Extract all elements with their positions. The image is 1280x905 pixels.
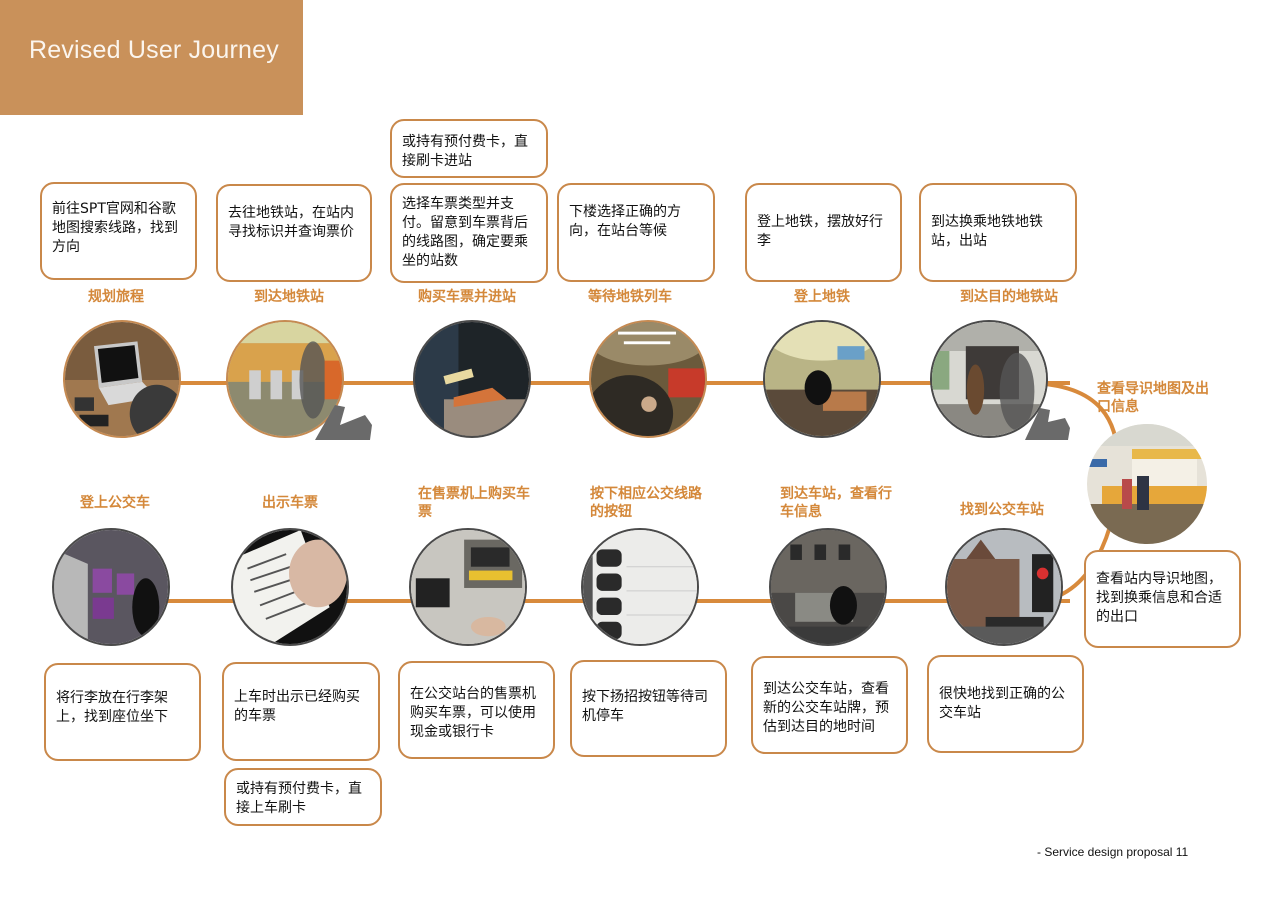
- luggage-silhouette-icon: [1025, 408, 1070, 440]
- step-label-text: 按下相应公交线路的按钮: [590, 486, 702, 520]
- step-description: 很快地找到正确的公交车站: [939, 686, 1065, 721]
- step-description-box: 上车时出示已经购买的车票: [222, 662, 380, 761]
- transfer-description-box: 查看站内导识地图，找到换乘信息和合适的出口: [1084, 550, 1241, 648]
- transfer-step-label: 查看导识地图及出口信息: [1097, 380, 1217, 416]
- step-extra-box: 或持有预付费卡，直接上车刷卡: [224, 768, 382, 826]
- ticket-receipt-photo-icon: [231, 528, 349, 646]
- step-description: 在公交站台的售票机购买车票，可以使用现金或银行卡: [410, 686, 536, 740]
- title-banner: Revised User Journey: [0, 0, 303, 115]
- step-label: 登上公交车: [80, 495, 150, 511]
- step-label: 规划旅程: [88, 289, 144, 305]
- step-label: 到达地铁站: [254, 289, 324, 305]
- step-description: 登上地铁，摆放好行李: [757, 214, 883, 249]
- step-description-box: 到达公交车站，查看新的公交车站牌，预估到达目的地时间: [751, 656, 908, 754]
- page-title: Revised User Journey: [29, 36, 279, 64]
- step-label: 购买车票并进站: [418, 289, 516, 305]
- step-description: 选择车票类型并支付。留意到车票背后的线路图，确定要乘坐的站数: [402, 196, 528, 269]
- buttons-photo-icon: [581, 528, 699, 646]
- step-description: 到达公交车站，查看新的公交车站牌，预估到达目的地时间: [763, 681, 889, 735]
- step-label-text: 在售票机上购买车票: [418, 486, 530, 520]
- step-description-box: 在公交站台的售票机购买车票，可以使用现金或银行卡: [398, 661, 555, 759]
- platform-photo-icon: [589, 320, 707, 438]
- bus-stop-photo-icon: [769, 528, 887, 646]
- luggage-silhouette-icon: [315, 405, 372, 440]
- step-description: 上车时出示已经购买的车票: [234, 689, 360, 724]
- step-label: 出示车票: [262, 495, 318, 511]
- ticket-gate-photo-icon: [413, 320, 531, 438]
- step-description: 将行李放在行李架上，找到座位坐下: [56, 690, 168, 725]
- step-extra: 或持有预付费卡，直接上车刷卡: [236, 781, 362, 816]
- step-label: 找到公交车站: [960, 502, 1044, 518]
- step-label: 登上地铁: [794, 289, 850, 305]
- step-description-box: 很快地找到正确的公交车站: [927, 655, 1084, 753]
- step-description-box: 登上地铁，摆放好行李: [745, 183, 902, 282]
- step-description-box: 前往SPT官网和谷歌地图搜索线路，找到方向: [40, 182, 197, 280]
- step-label: 在售票机上购买车票: [418, 485, 538, 521]
- step-description: 去往地铁站，在站内寻找标识并查询票价: [228, 205, 354, 240]
- transfer-description: 查看站内导识地图，找到换乘信息和合适的出口: [1096, 571, 1222, 625]
- step-description: 按下扬招按钮等待司机停车: [582, 689, 708, 724]
- step-description-box: 去往地铁站，在站内寻找标识并查询票价: [216, 184, 372, 282]
- transfer-step-label-text: 查看导识地图及出口信息: [1097, 381, 1209, 415]
- step-description: 下楼选择正确的方向，在站台等候: [569, 204, 681, 239]
- bus-interior-photo-icon: [52, 528, 170, 646]
- station-gates-photo-icon: [226, 320, 344, 438]
- step-label: 等待地铁列车: [588, 289, 672, 305]
- step-extra-box: 或持有预付费卡，直接刷卡进站: [390, 119, 548, 178]
- step-description: 前往SPT官网和谷歌地图搜索线路，找到方向: [52, 201, 178, 255]
- station-exit-photo-icon: [930, 320, 1048, 438]
- laptop-photo-icon: [63, 320, 181, 438]
- step-extra: 或持有预付费卡，直接刷卡进站: [402, 134, 528, 169]
- page-footer: - Service design proposal 11: [1037, 845, 1189, 859]
- step-description-box: 到达换乘地铁地铁站，出站: [919, 183, 1077, 282]
- step-description-box: 下楼选择正确的方向，在站台等候: [557, 183, 715, 282]
- ticket-machine-photo-icon: [409, 528, 527, 646]
- information-map-photo-icon: [1087, 424, 1207, 544]
- step-description-box: 将行李放在行李架上，找到座位坐下: [44, 663, 201, 761]
- step-description-box: 按下扬招按钮等待司机停车: [570, 660, 727, 757]
- step-label: 按下相应公交线路的按钮: [590, 485, 710, 521]
- step-label: 到达车站，查看行车信息: [780, 485, 900, 521]
- step-label-text: 到达车站，查看行车信息: [780, 486, 892, 520]
- step-description-box: 选择车票类型并支付。留意到车票背后的线路图，确定要乘坐的站数: [390, 183, 548, 283]
- train-interior-photo-icon: [763, 320, 881, 438]
- step-label: 到达目的地铁站: [960, 289, 1058, 305]
- street-photo-icon: [945, 528, 1063, 646]
- step-description: 到达换乘地铁地铁站，出站: [931, 214, 1043, 249]
